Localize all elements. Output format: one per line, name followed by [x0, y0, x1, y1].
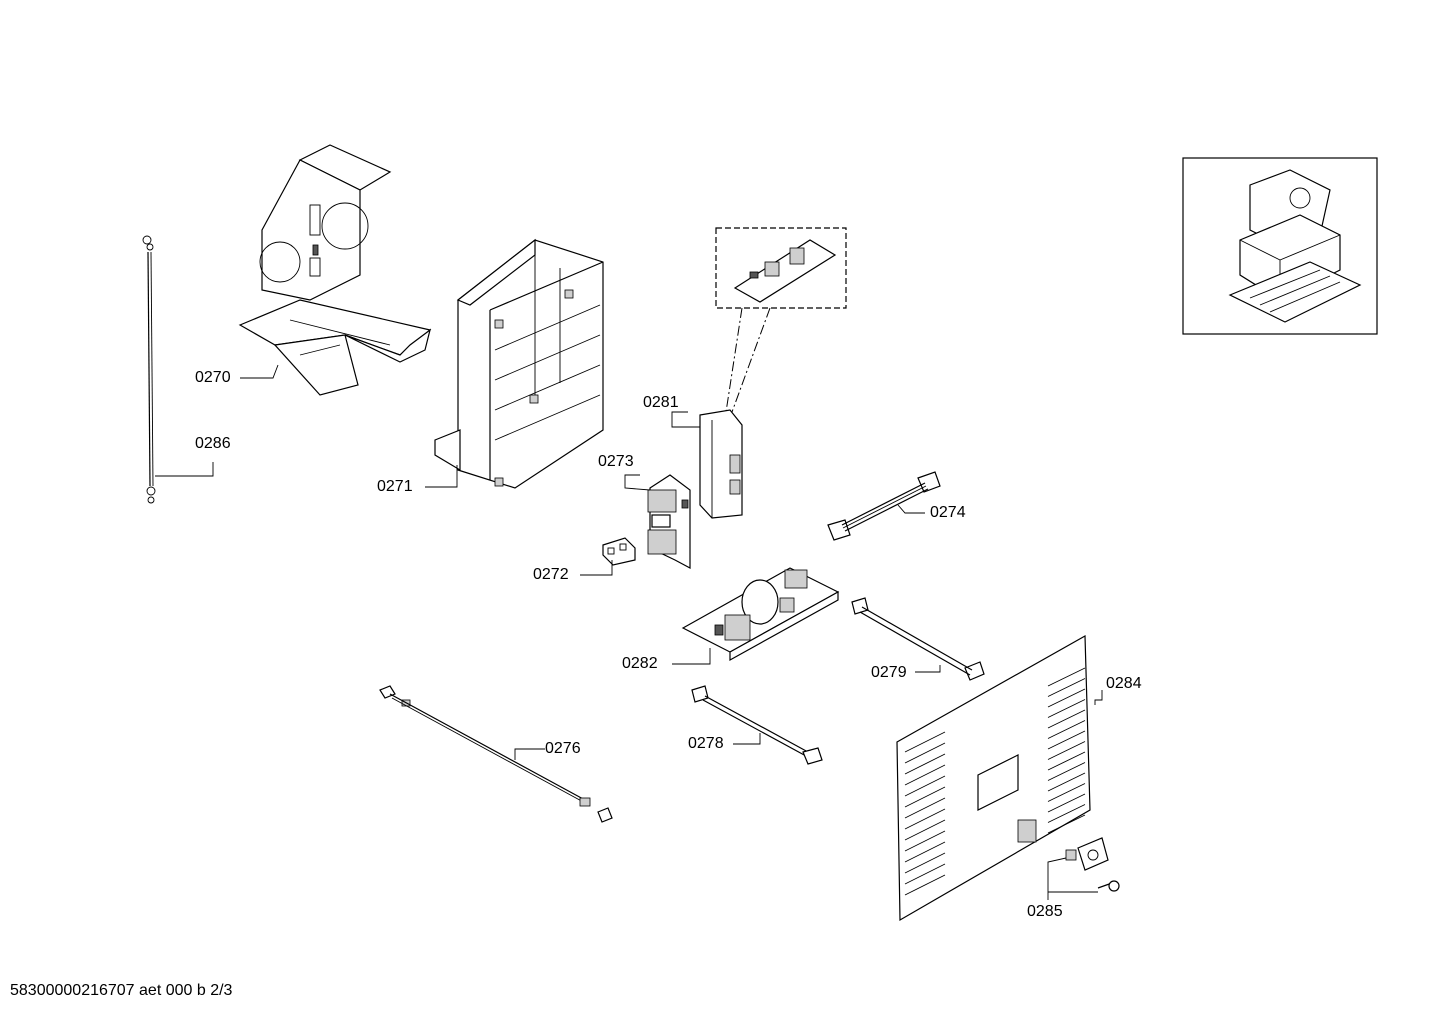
label-0278: 0278	[688, 735, 724, 752]
part-0270-bracket	[238, 144, 432, 396]
part-0284-grille	[896, 634, 1091, 922]
part-0286-wire	[142, 235, 156, 504]
label-0276: 0276	[545, 740, 581, 757]
grille-slot	[904, 819, 946, 841]
label-0273: 0273	[598, 453, 634, 470]
part-0278-cable	[691, 685, 823, 765]
label-0274: 0274	[930, 504, 966, 521]
part-0282-power-pcb	[681, 567, 840, 662]
grille-slot	[1047, 720, 1086, 739]
grille-slot	[1047, 678, 1086, 697]
part-0281-pcb	[699, 409, 743, 519]
grille-slot	[904, 753, 946, 775]
grille-slot	[1047, 751, 1086, 771]
grille-slot	[904, 874, 946, 896]
grille-slot	[904, 797, 946, 819]
label-0271: 0271	[377, 478, 413, 495]
label-0285: 0285	[1027, 903, 1063, 920]
grille-slot	[1047, 741, 1086, 760]
part-0279-cable	[851, 597, 985, 681]
overview-inset	[1182, 157, 1378, 335]
grille-slot	[1047, 814, 1086, 834]
grille-slot	[1047, 793, 1086, 813]
document-footer-code: 58300000216707 aet 000 b 2/3	[10, 982, 233, 999]
label-0270: 0270	[195, 369, 231, 386]
grille-slot	[904, 742, 946, 764]
grille-slot	[904, 841, 946, 863]
part-0276-wire	[379, 685, 613, 823]
grille-slot	[1047, 783, 1086, 802]
grille-slot	[904, 775, 946, 797]
label-0282: 0282	[622, 655, 658, 672]
grille-slot	[1047, 772, 1086, 792]
part-0272-clip	[602, 537, 636, 566]
label-0281: 0281	[643, 394, 679, 411]
label-0279: 0279	[871, 664, 907, 681]
grille-slot	[904, 863, 946, 885]
grille-slot	[904, 830, 946, 852]
grille-slot	[1047, 688, 1086, 708]
label-0284: 0284	[1106, 675, 1142, 692]
part-0285-parts	[1065, 837, 1120, 892]
grille-slot	[1047, 762, 1086, 781]
grille-slot	[904, 731, 946, 753]
grille-slot	[904, 786, 946, 808]
part-0271-housing	[434, 238, 604, 489]
leader-lines	[155, 364, 1103, 900]
grille-slot	[1047, 804, 1086, 823]
part-0273-pcb	[647, 474, 691, 569]
grille-slot	[904, 764, 946, 786]
grille-slot	[1047, 667, 1086, 687]
grille-slot	[904, 852, 946, 874]
part-0281-detail-box	[715, 227, 847, 413]
grille-slot	[1047, 730, 1086, 750]
label-0272: 0272	[533, 566, 569, 583]
part-0274-cable	[827, 471, 941, 541]
grille-slot	[904, 808, 946, 830]
grille-slot	[1047, 699, 1086, 718]
label-0286: 0286	[195, 435, 231, 452]
grille-slot	[1047, 709, 1086, 729]
